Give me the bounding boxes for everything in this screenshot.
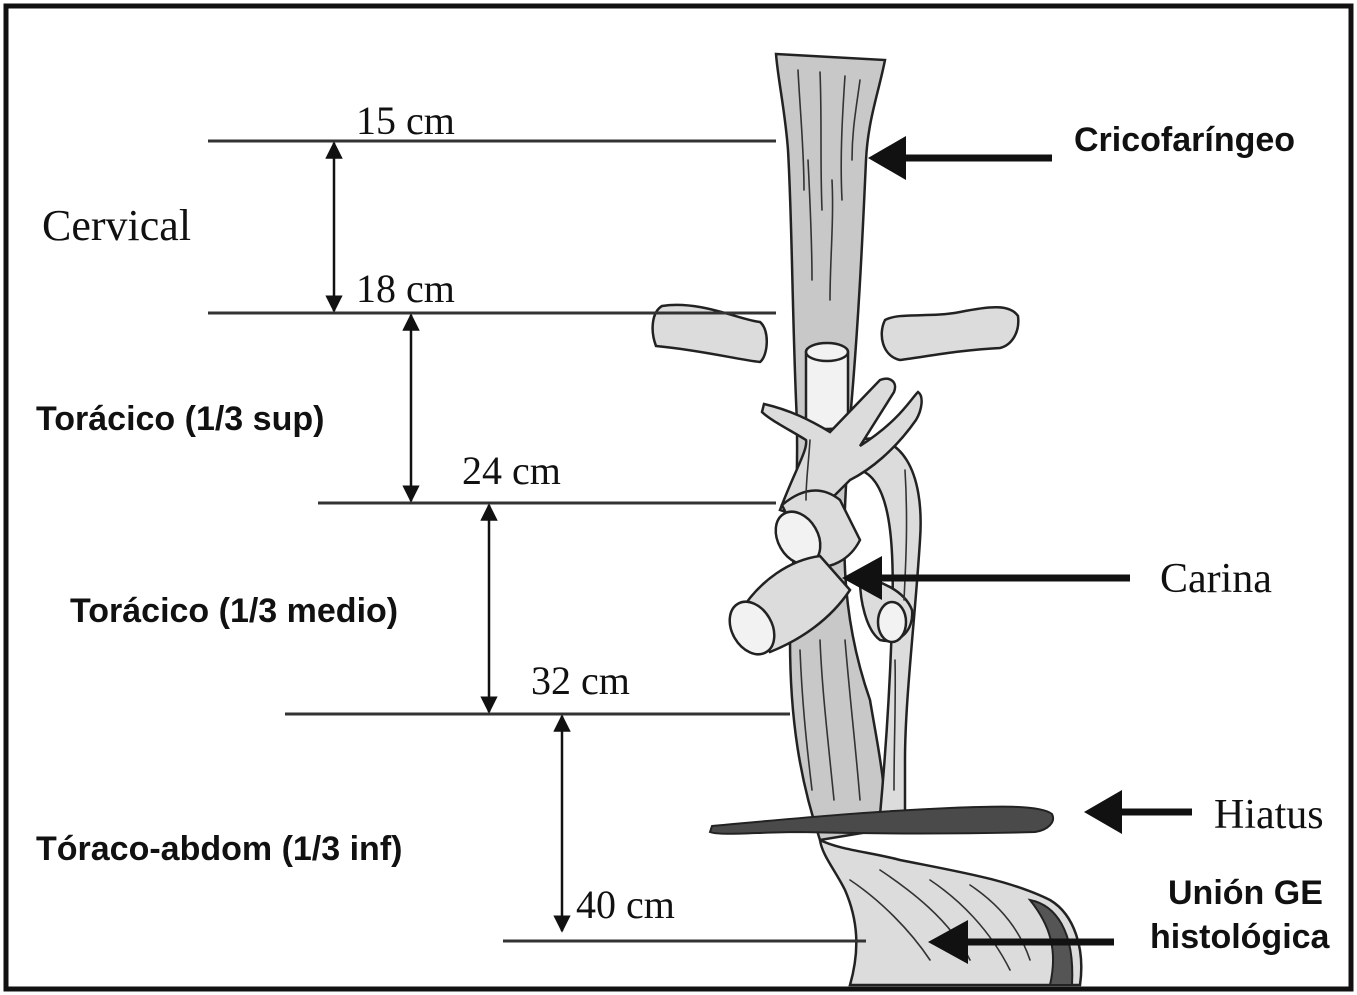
label-32cm: 32 cm — [531, 658, 630, 703]
label-40cm: 40 cm — [576, 882, 675, 927]
label-union-ge: Unión GE — [1168, 874, 1323, 912]
label-hiatus: Hiatus — [1214, 792, 1324, 838]
label-15cm: 15 cm — [356, 98, 455, 143]
label-cervical: Cervical — [42, 201, 191, 250]
label-toracico-sup: Torácico (1/3 sup) — [36, 400, 324, 438]
label-toracico-medio: Torácico (1/3 medio) — [70, 592, 398, 630]
label-histologica: histológica — [1150, 918, 1331, 956]
bronchus-lumen-far — [878, 602, 906, 642]
trachea-lumen — [806, 343, 848, 361]
label-cricofaringeo: Cricofaríngeo — [1074, 121, 1295, 159]
label-24cm: 24 cm — [462, 448, 561, 493]
label-carina: Carina — [1160, 556, 1272, 602]
label-toraco-abdom: Tóraco-abdom (1/3 inf) — [36, 830, 402, 868]
label-18cm: 18 cm — [356, 266, 455, 311]
